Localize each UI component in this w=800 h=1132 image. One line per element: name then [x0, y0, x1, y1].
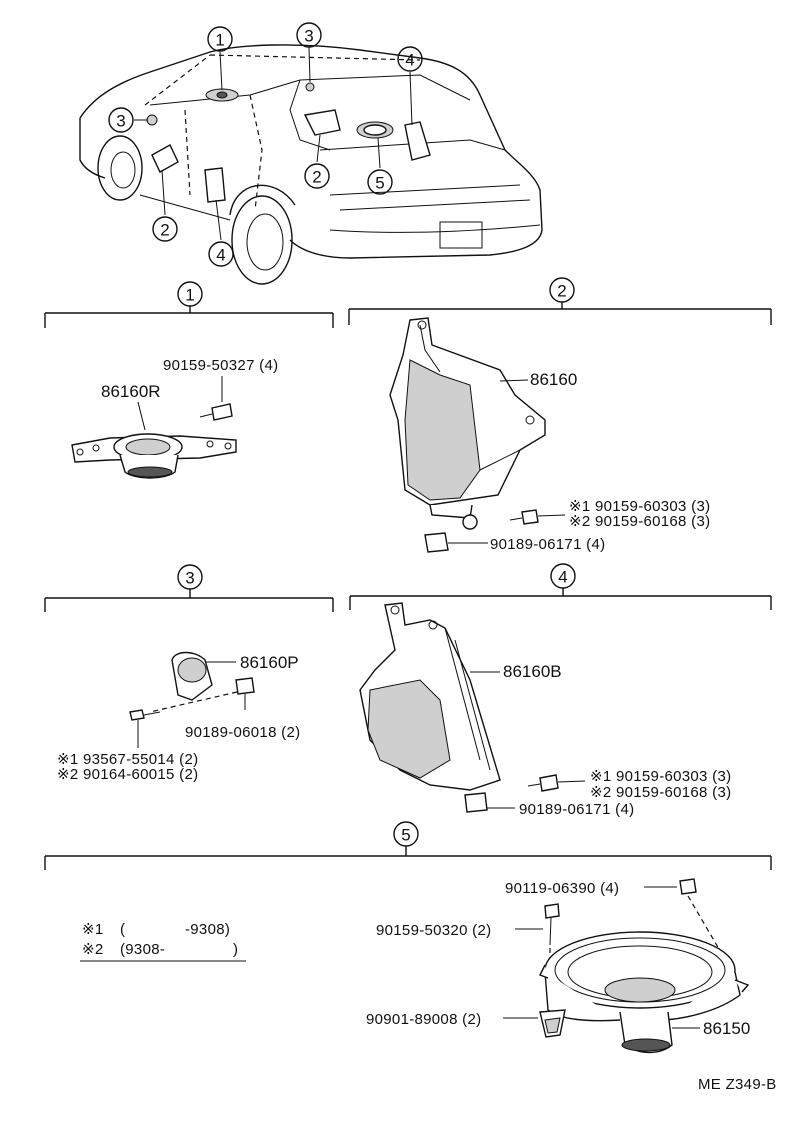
callout-overview-4b: 4 — [208, 241, 234, 267]
legend-row1-open: ( — [120, 921, 125, 938]
svg-text:4: 4 — [558, 568, 567, 587]
svg-text:4: 4 — [216, 246, 225, 265]
car-overview — [79, 44, 543, 285]
section-5: 5 90119-06390 (4) 90159-50320 (2) 86150 … — [44, 821, 772, 1054]
legend-row2-close: ) — [233, 941, 238, 958]
screw-label-93567-55014: ※1 93567-55014 (2) — [57, 751, 198, 768]
svg-text:5: 5 — [401, 826, 410, 845]
legend-mark-2: ※2 — [82, 941, 104, 958]
screw-label-90159-60168: ※2 90159-60168 (3) — [569, 513, 710, 530]
section-4: 4 86160B ※1 90159-60303 (3) ※2 90159-601… — [349, 563, 772, 818]
svg-text:4: 4 — [405, 51, 414, 70]
nut-label-90189-06171: 90189-06171 (4) — [519, 801, 634, 818]
diagram-code: ME Z349-B — [698, 1076, 777, 1093]
legend-mark-1: ※1 — [82, 921, 104, 938]
svg-text:1: 1 — [215, 31, 224, 50]
nut-label-90189-06171: 90189-06171 (4) — [490, 536, 605, 553]
svg-text:2: 2 — [160, 221, 169, 240]
callout-overview-5: 5 — [367, 169, 393, 195]
section-1: 1 90159-50327 (4) 86160R — [44, 281, 334, 479]
clip-label-90901-89008: 90901-89008 (2) — [366, 1011, 481, 1028]
callout-overview-2a: 2 — [304, 163, 330, 189]
svg-text:5: 5 — [375, 174, 384, 193]
screw-label-90159-60303: ※1 90159-60303 (3) — [569, 498, 710, 515]
part-label-86160B: 86160B — [503, 662, 562, 681]
callout-overview-1: 1 — [207, 26, 233, 52]
legend-row2-range: (9308- — [120, 941, 165, 958]
part-label-86160P: 86160P — [240, 653, 299, 672]
callout-overview-3a: 3 — [296, 22, 322, 48]
svg-text:3: 3 — [185, 569, 194, 588]
svg-text:2: 2 — [557, 282, 566, 301]
screw-label-90159-60168: ※2 90159-60168 (3) — [590, 784, 731, 801]
legend: ※1 ( -9308) ※2 (9308- ) — [80, 921, 246, 962]
part-label-86150: 86150 — [703, 1019, 750, 1038]
svg-text:3: 3 — [304, 27, 313, 46]
screw-label-90159-50320: 90159-50320 (2) — [376, 922, 491, 939]
bolt-label-90119-06390: 90119-06390 (4) — [505, 880, 619, 897]
svg-text:2: 2 — [312, 168, 321, 187]
callout-overview-2b: 2 — [152, 216, 178, 242]
svg-text:3: 3 — [116, 112, 125, 131]
screw-label-90159-50327: 90159-50327 (4) — [163, 357, 278, 374]
callout-overview-3b: 3 — [108, 107, 134, 133]
screw-label-90164-60015: ※2 90164-60015 (2) — [57, 766, 198, 783]
callout-overview-4a: 4 — [397, 46, 423, 72]
section-3: 3 86160P 90189-06018 (2) ※1 93567-55014 … — [44, 564, 334, 783]
screw-label-90159-60303: ※1 90159-60303 (3) — [590, 768, 731, 785]
part-label-86160: 86160 — [530, 370, 577, 389]
part-label-86160R: 86160R — [101, 382, 161, 401]
section-2: 2 86160 ※1 90159-60303 (3) ※2 90159-6016… — [348, 277, 772, 553]
nut-label-90189-06018: 90189-06018 (2) — [185, 724, 300, 741]
svg-text:1: 1 — [185, 286, 194, 305]
legend-row1-range: -9308) — [185, 921, 230, 938]
